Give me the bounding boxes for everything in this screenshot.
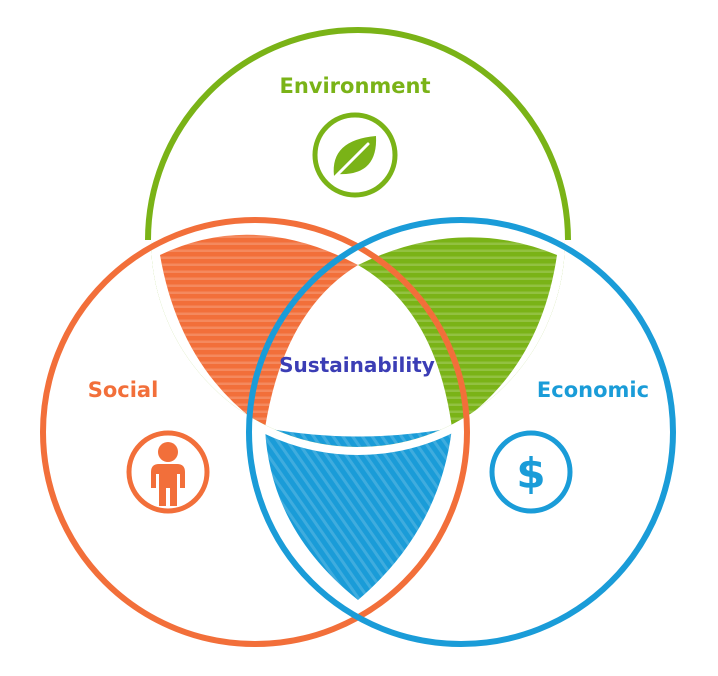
overlap-social-economic bbox=[265, 428, 452, 600]
dollar-icon: $ bbox=[489, 430, 573, 514]
environment-circle-mask bbox=[143, 239, 573, 455]
social-label: Social bbox=[88, 378, 159, 402]
social-circle bbox=[40, 217, 470, 647]
environment-label: Environment bbox=[279, 74, 430, 98]
leaf-icon bbox=[312, 112, 398, 198]
sustainability-label: Sustainability bbox=[279, 353, 435, 377]
economic-label: Economic bbox=[537, 378, 649, 402]
person-icon bbox=[126, 430, 210, 514]
economic-circle bbox=[246, 217, 676, 647]
dollar-symbol: $ bbox=[516, 449, 545, 498]
